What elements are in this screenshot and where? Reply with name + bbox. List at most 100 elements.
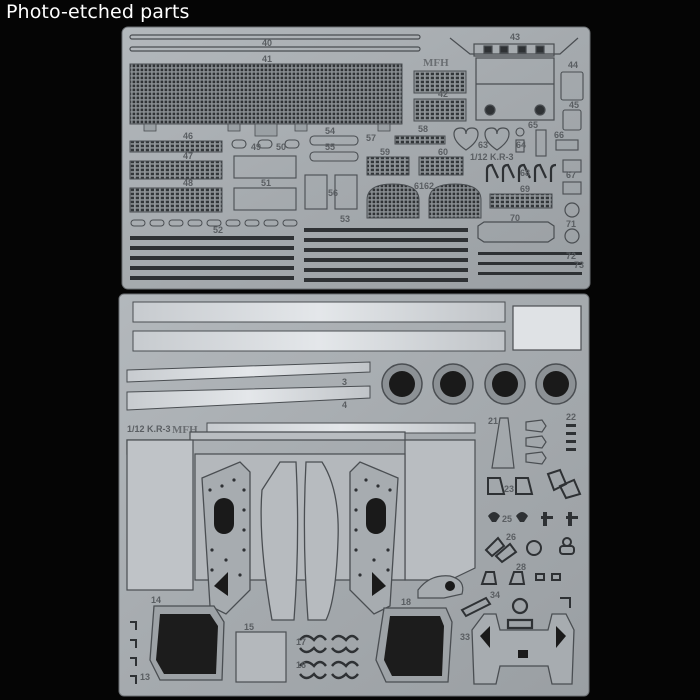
parts-49-50 <box>231 139 300 149</box>
label-59: 59 <box>380 147 390 157</box>
plate-51b <box>233 187 297 211</box>
label-50: 50 <box>276 142 286 152</box>
label-66: 66 <box>554 130 564 140</box>
label-22: 22 <box>566 412 576 422</box>
label-56: 56 <box>328 188 338 198</box>
arm-right <box>349 461 399 615</box>
label-46: 46 <box>183 131 193 141</box>
lower-scale-label: 1/12 K.R-3 <box>127 424 171 434</box>
label-14: 14 <box>151 595 161 605</box>
mesh-58 <box>394 135 446 145</box>
label-47: 47 <box>183 151 193 161</box>
mesh-47 <box>129 160 223 180</box>
tabs-52 <box>130 219 298 227</box>
label-3: 3 <box>342 377 347 387</box>
small-hooks-left <box>130 621 137 684</box>
lower-sheet: 3 4 1/12 K.R-3 MFH <box>118 293 590 697</box>
mesh-62 <box>428 183 482 219</box>
caption: Photo-etched parts <box>6 1 190 23</box>
label-25: 25 <box>502 514 512 524</box>
bracket-33 <box>471 613 575 685</box>
mesh-48 <box>129 187 223 213</box>
mesh-46 <box>129 140 223 153</box>
label-23: 23 <box>504 484 514 494</box>
rails-left <box>130 236 294 280</box>
label-28: 28 <box>516 562 526 572</box>
label-73: 73 <box>574 260 584 270</box>
mesh-42a <box>413 70 467 94</box>
frame-13-14 <box>149 605 225 681</box>
label-72: 72 <box>566 251 576 261</box>
part-45 <box>562 109 582 131</box>
label-68: 68 <box>520 168 530 178</box>
label-67: 67 <box>566 170 576 180</box>
label-54: 54 <box>325 126 335 136</box>
lens-right <box>303 461 339 621</box>
plate-70 <box>477 221 555 243</box>
label-52: 52 <box>213 225 223 235</box>
mesh-59 <box>366 156 410 176</box>
label-58: 58 <box>418 124 428 134</box>
upper-scale-label: 1/12 K.R-3 <box>470 152 514 162</box>
arm-left <box>201 461 251 615</box>
rails-72-73 <box>478 252 582 275</box>
parts-26-27 <box>484 536 575 564</box>
label-69: 69 <box>520 184 530 194</box>
label-61: 61 <box>414 181 424 191</box>
bracket-43 <box>449 37 579 121</box>
hooks-68 <box>485 163 557 182</box>
label-18: 18 <box>401 597 411 607</box>
mesh-60 <box>418 156 464 176</box>
parts-22-24 <box>525 419 547 465</box>
upper-brand: MFH <box>423 57 449 69</box>
parts-63 <box>453 127 510 151</box>
label-55: 55 <box>325 142 335 152</box>
label-15: 15 <box>244 622 254 632</box>
discs-71 <box>564 202 580 244</box>
label-71: 71 <box>566 219 576 229</box>
label-4: 4 <box>342 400 347 410</box>
parts-54-56 <box>304 135 359 210</box>
label-63: 63 <box>478 140 488 150</box>
rings <box>381 363 577 405</box>
clips-25 <box>488 512 578 526</box>
part-21 <box>491 417 515 469</box>
mesh-69 <box>489 193 553 209</box>
label-40: 40 <box>262 38 272 48</box>
strip-4 <box>126 385 371 411</box>
parts-28-31 <box>480 571 571 608</box>
plate-15 <box>235 631 287 683</box>
part-34 <box>460 596 492 618</box>
lens-left <box>260 461 299 621</box>
label-42: 42 <box>438 89 448 99</box>
label-26: 26 <box>506 532 516 542</box>
label-43: 43 <box>510 32 520 42</box>
label-65: 65 <box>528 120 538 130</box>
window-panel <box>512 305 582 351</box>
label-13: 13 <box>140 672 150 682</box>
brackets-16-17 <box>299 634 359 680</box>
label-60: 60 <box>438 147 448 157</box>
label-62: 62 <box>424 181 434 191</box>
label-21: 21 <box>488 416 498 426</box>
label-41: 41 <box>262 54 272 64</box>
label-53: 53 <box>340 214 350 224</box>
strip-40 <box>129 34 421 52</box>
label-33: 33 <box>460 632 470 642</box>
label-49: 49 <box>251 142 261 152</box>
parts-67 <box>562 159 582 195</box>
strip-3 <box>126 361 371 383</box>
label-64: 64 <box>516 140 526 150</box>
label-34: 34 <box>490 590 500 600</box>
part-8 <box>506 597 534 630</box>
rails-right <box>304 228 468 282</box>
label-51: 51 <box>261 178 271 188</box>
upper-sheet: 40 41 MFH 42 <box>121 26 591 290</box>
label-16: 16 <box>296 660 306 670</box>
label-17: 17 <box>296 637 306 647</box>
label-45: 45 <box>569 100 579 110</box>
side-panel <box>126 439 194 591</box>
grille-tabs <box>143 123 391 137</box>
part-19-hole <box>445 581 455 591</box>
